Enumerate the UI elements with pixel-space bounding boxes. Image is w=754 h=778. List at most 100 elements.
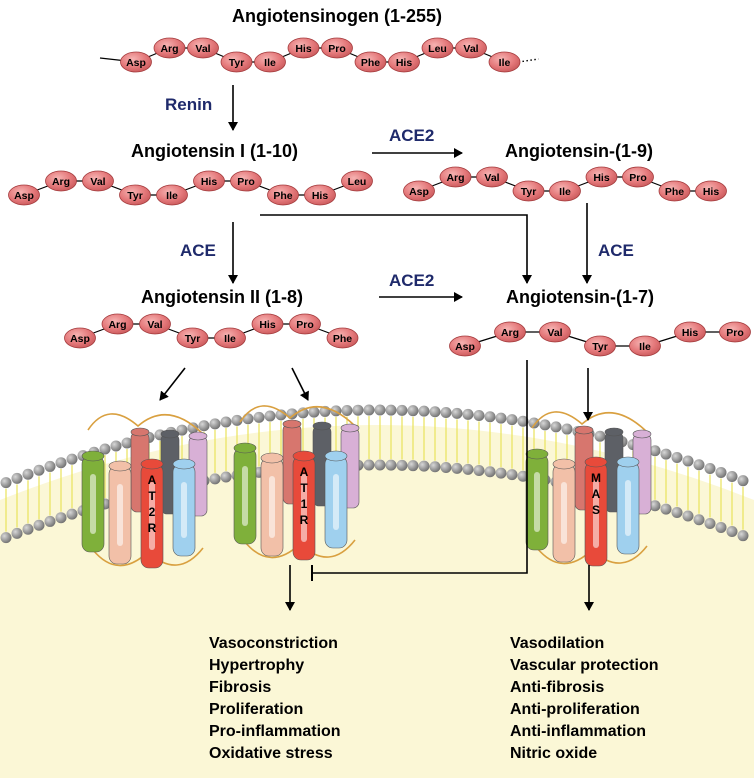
lipid-head (198, 420, 210, 432)
helix-cap (584, 456, 608, 468)
residue-phe: Phe (354, 51, 387, 73)
residue-bead (719, 321, 751, 343)
at1r-effects-list: Vasoconstriction Hypertrophy Fibrosis Pr… (209, 633, 341, 765)
helix-cap (172, 458, 196, 470)
residue-label: Asp (14, 190, 34, 202)
helix-highlight (301, 474, 307, 542)
ang2-to-at1r-arrow (291, 367, 309, 401)
residue-label: Ile (224, 333, 236, 345)
lipid-head (660, 503, 672, 515)
residue-pro: Pro (289, 313, 321, 335)
residue-label: Ile (264, 57, 276, 69)
effect-item: Nitric oxide (510, 745, 598, 762)
lipid-head (539, 419, 551, 431)
lipid-head (484, 411, 496, 423)
helix-cap (292, 450, 316, 462)
helix-cap (324, 450, 348, 462)
lipid-head (33, 519, 45, 531)
residue-bead (120, 51, 152, 73)
lipid-head (363, 404, 375, 416)
residue-his: His (287, 37, 320, 59)
angiotensin-1-9-title: Angiotensin-(1-9) (505, 141, 653, 161)
helix-highlight (117, 484, 123, 546)
residue-his: His (304, 184, 336, 206)
residue-label: Arg (52, 176, 70, 188)
residue-bead (341, 170, 373, 192)
helix-cap (525, 448, 549, 460)
lipid-head (451, 407, 463, 419)
lipid-head (704, 518, 716, 530)
residue-label: Pro (237, 176, 255, 188)
effect-item: Proliferation (209, 701, 304, 718)
helix-cap (260, 452, 284, 464)
receptor-letter: A (148, 473, 157, 487)
residue-tyr: Tyr (584, 335, 616, 357)
pathway-arrows (159, 85, 594, 611)
residue-label: Asp (455, 341, 475, 353)
effect-item: Pro-inflammation (209, 723, 341, 740)
lipid-head (209, 473, 221, 485)
residue-val: Val (187, 37, 219, 59)
residue-label: Tyr (127, 190, 143, 202)
residue-bead (494, 321, 526, 343)
residue-label: Val (484, 172, 499, 184)
residue-tyr: Tyr (176, 327, 209, 349)
residue-bead (45, 170, 77, 192)
lipid-head (11, 527, 23, 539)
lipid-head (0, 532, 12, 544)
lipid-head (682, 455, 694, 467)
extracellular-loop (531, 411, 648, 433)
residue-val: Val (455, 37, 487, 59)
angiotensinogen-title: Angiotensinogen (1-255) (232, 6, 443, 26)
helix-highlight (534, 472, 540, 532)
lipid-head (55, 512, 67, 524)
lipid-head (506, 414, 518, 426)
lipid-head (275, 409, 287, 421)
helix-cap (604, 427, 624, 437)
residue-label: Leu (348, 176, 367, 188)
residue-bead (388, 51, 420, 73)
residue-ile: Ile (629, 335, 661, 357)
residue-label: Pro (296, 319, 314, 331)
lipid-head (363, 459, 375, 471)
lipid-head (121, 437, 133, 449)
receptor-letter: A (592, 487, 601, 501)
residue-label: His (682, 327, 699, 339)
residue-label: Tyr (592, 341, 608, 353)
residue-asp: Asp (64, 327, 96, 349)
residue-label: His (259, 319, 276, 331)
helix-cap (81, 450, 105, 462)
lipid-head (484, 466, 496, 478)
residue-label: Asp (409, 186, 429, 198)
extracellular-loop (239, 405, 356, 427)
residue-bead (622, 166, 654, 188)
helix-highlight (149, 482, 155, 550)
lipid-head (55, 457, 67, 469)
residue-label: His (396, 57, 413, 69)
residue-tyr: Tyr (512, 180, 545, 202)
ace2-top-label: ACE2 (389, 126, 435, 145)
receptor-letter: 1 (301, 497, 308, 511)
effect-item: Hypertrophy (209, 657, 305, 674)
residue-label: Asp (126, 57, 146, 69)
lipid-head (220, 471, 232, 483)
helix-highlight (625, 480, 631, 536)
residue-bead (64, 327, 96, 349)
residue-val: Val (476, 166, 508, 188)
lipid-head (517, 415, 529, 427)
lipid-head (473, 409, 485, 421)
residue-leu: Leu (341, 170, 373, 192)
residue-label: Tyr (229, 57, 245, 69)
residue-bead (156, 184, 188, 206)
effect-item: Anti-fibrosis (510, 679, 605, 696)
lipid-head (407, 405, 419, 417)
lipid-head (99, 443, 111, 455)
receptor-letter: M (591, 471, 601, 485)
residue-bead (101, 313, 134, 335)
lipid-head (462, 408, 474, 420)
residue-bead (82, 170, 114, 192)
residue-bead (539, 321, 571, 343)
